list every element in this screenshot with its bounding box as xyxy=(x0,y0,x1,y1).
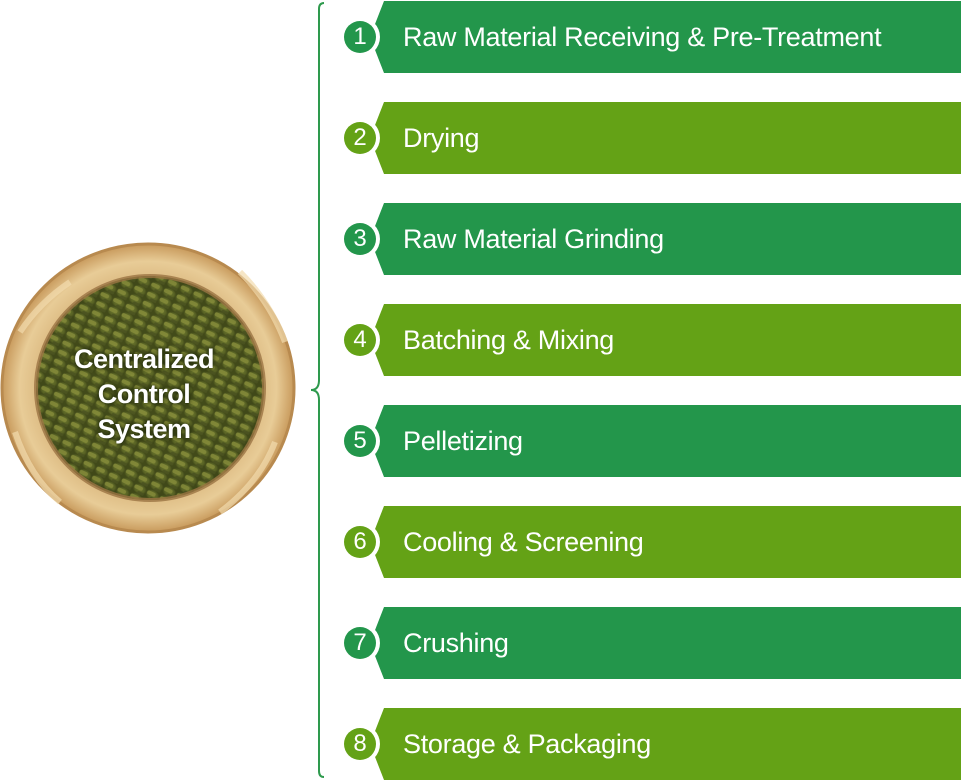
step-label-3: Raw Material Grinding xyxy=(403,224,664,254)
step-number: 6 xyxy=(344,526,376,558)
step-bar-2 xyxy=(370,102,961,174)
step-label-1: Raw Material Receiving & Pre-Treatment xyxy=(403,22,882,52)
step-number: 5 xyxy=(344,425,376,457)
step-label-6: Cooling & Screening xyxy=(403,527,644,557)
step-number-badge-4: 4 xyxy=(340,320,380,360)
step-number: 3 xyxy=(344,223,376,255)
step-label-4: Batching & Mixing xyxy=(403,325,615,355)
step-number: 1 xyxy=(344,21,376,53)
step-bar-8 xyxy=(370,708,961,780)
step-number-badge-7: 7 xyxy=(340,623,380,663)
step-number: 4 xyxy=(344,324,376,356)
sack-illustration xyxy=(0,242,296,534)
step-number-badge-2: 2 xyxy=(340,118,380,158)
step-number-badge-8: 8 xyxy=(340,724,380,764)
step-bar-4 xyxy=(370,304,961,376)
step-bar-3 xyxy=(370,203,961,275)
step-label-7: Crushing xyxy=(403,628,509,658)
step-bar-1 xyxy=(370,1,961,73)
feed-pellet-sack-image xyxy=(0,242,296,534)
step-number-badge-3: 3 xyxy=(340,219,380,259)
step-bar-5 xyxy=(370,405,961,477)
center-label: Centralized Control System xyxy=(44,342,244,447)
step-number-badge-5: 5 xyxy=(340,421,380,461)
step-number-badge-6: 6 xyxy=(340,522,380,562)
step-label-2: Drying xyxy=(403,123,480,153)
step-bar-7 xyxy=(370,607,961,679)
step-bar-6 xyxy=(370,506,961,578)
center-label-line: Centralized xyxy=(73,344,215,374)
step-number: 8 xyxy=(344,728,376,760)
step-number: 2 xyxy=(344,122,376,154)
center-label-line: Control xyxy=(97,379,191,409)
center-label-line: System xyxy=(97,414,191,444)
step-label-8: Storage & Packaging xyxy=(403,729,651,759)
bracket xyxy=(310,2,325,778)
step-number: 7 xyxy=(344,627,376,659)
step-label-5: Pelletizing xyxy=(403,426,523,456)
step-number-badge-1: 1 xyxy=(340,17,380,57)
